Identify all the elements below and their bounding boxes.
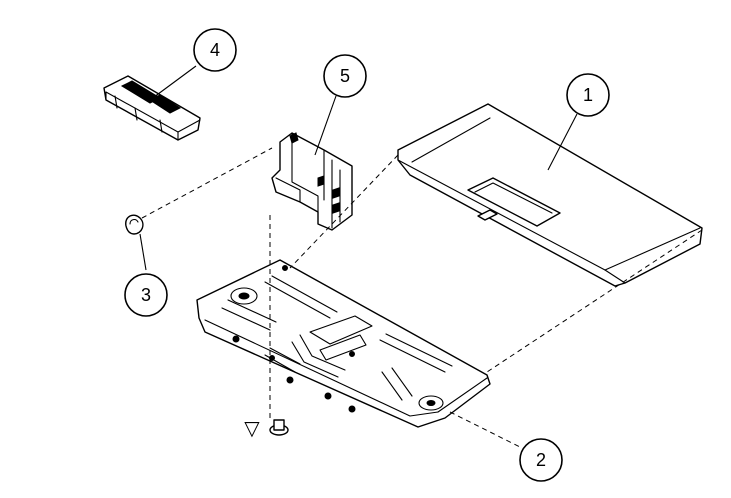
callout-4: 4 xyxy=(193,28,237,72)
part-3-clip xyxy=(125,214,144,235)
screw xyxy=(269,419,289,436)
callout-1: 1 xyxy=(566,73,610,117)
callout-2: 2 xyxy=(519,438,563,482)
callout-4-label: 4 xyxy=(210,40,220,60)
part-2-base-plate xyxy=(196,259,491,428)
part-5-bracket xyxy=(271,132,353,231)
part-4-connector-cover xyxy=(103,75,201,141)
part-1-stand-cover xyxy=(397,103,703,287)
callout-2-label: 2 xyxy=(536,450,546,470)
callout-3-label: 3 xyxy=(141,285,151,305)
callout-1-label: 1 xyxy=(583,85,593,105)
callout-5: 5 xyxy=(323,54,367,98)
assembly-lines xyxy=(141,147,703,418)
leader-lines xyxy=(139,65,578,449)
callout-3: 3 xyxy=(124,273,168,317)
callout-5-label: 5 xyxy=(340,66,350,86)
screw-marker-icon: ▽ xyxy=(244,416,260,440)
